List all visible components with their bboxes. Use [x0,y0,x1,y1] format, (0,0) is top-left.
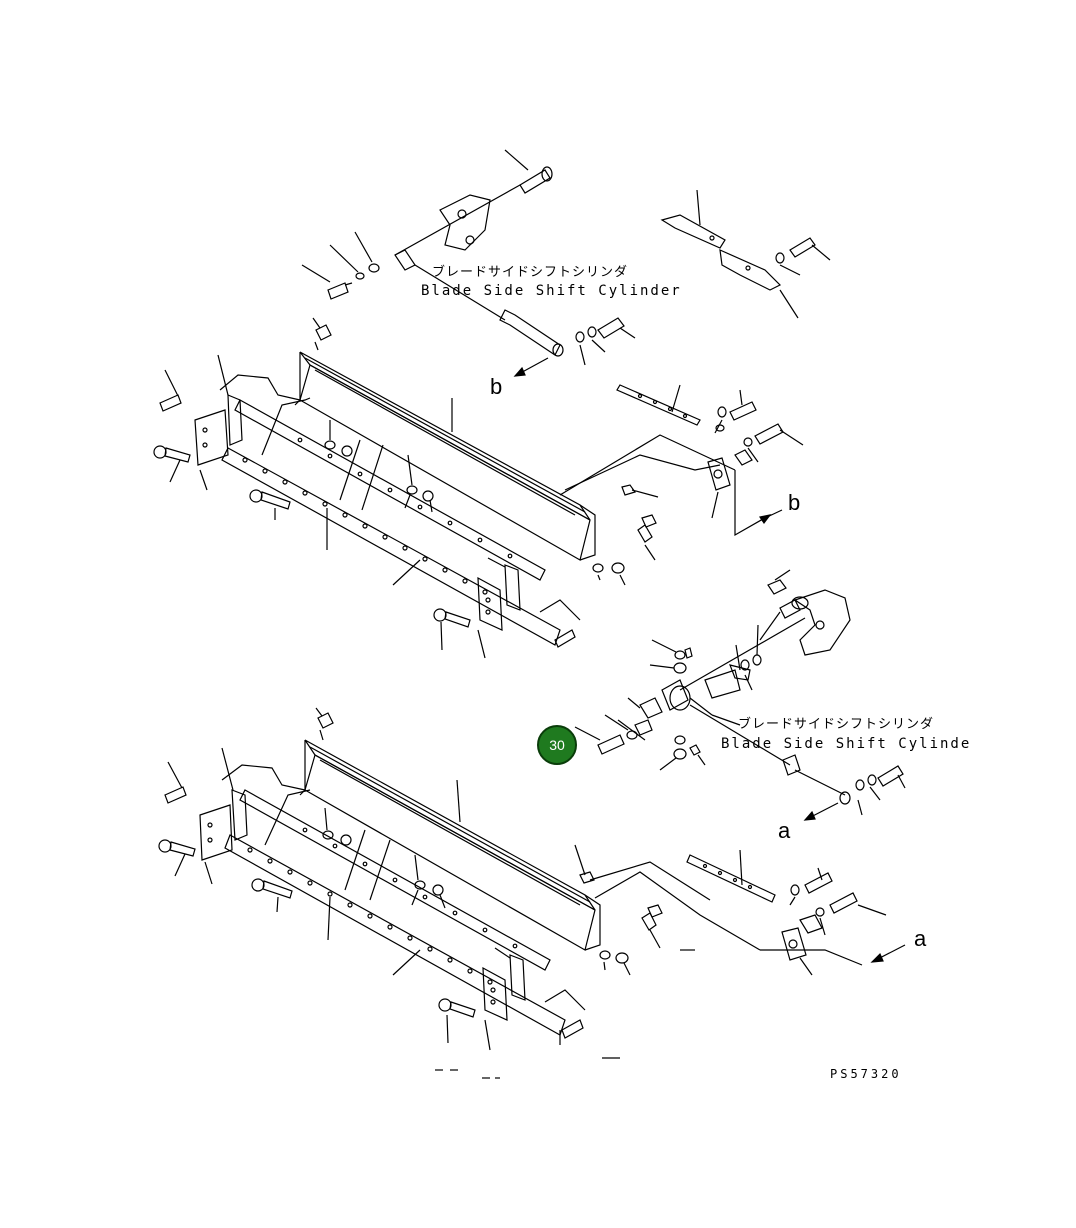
lower-blade-assembly [158,707,906,1051]
reference-b-right: b [788,490,801,515]
cylinder-label-en-top: Blade Side Shift Cylinder [421,283,682,299]
bottom-fragments [435,1057,620,1079]
reference-b-top: b [490,374,503,399]
drawing-number: PS57320 [830,1067,902,1081]
reference-a-middle: a [778,818,791,843]
top-right-plates [616,189,831,537]
reference-a-lower: a [914,926,927,951]
top-cylinder-assembly [301,149,636,377]
cylinder-label-jp-middle: ブレードサイドシフトシリンダ [738,717,935,732]
cylinder-label-jp-top: ブレードサイドシフトシリンダ [432,265,629,280]
middle-cylinder-assembly [574,569,906,821]
top-blade-assembly [153,317,736,659]
part-callout-badge[interactable]: 30 [537,725,577,765]
cylinder-label-en-middle: Blade Side Shift Cylinde [721,736,972,752]
